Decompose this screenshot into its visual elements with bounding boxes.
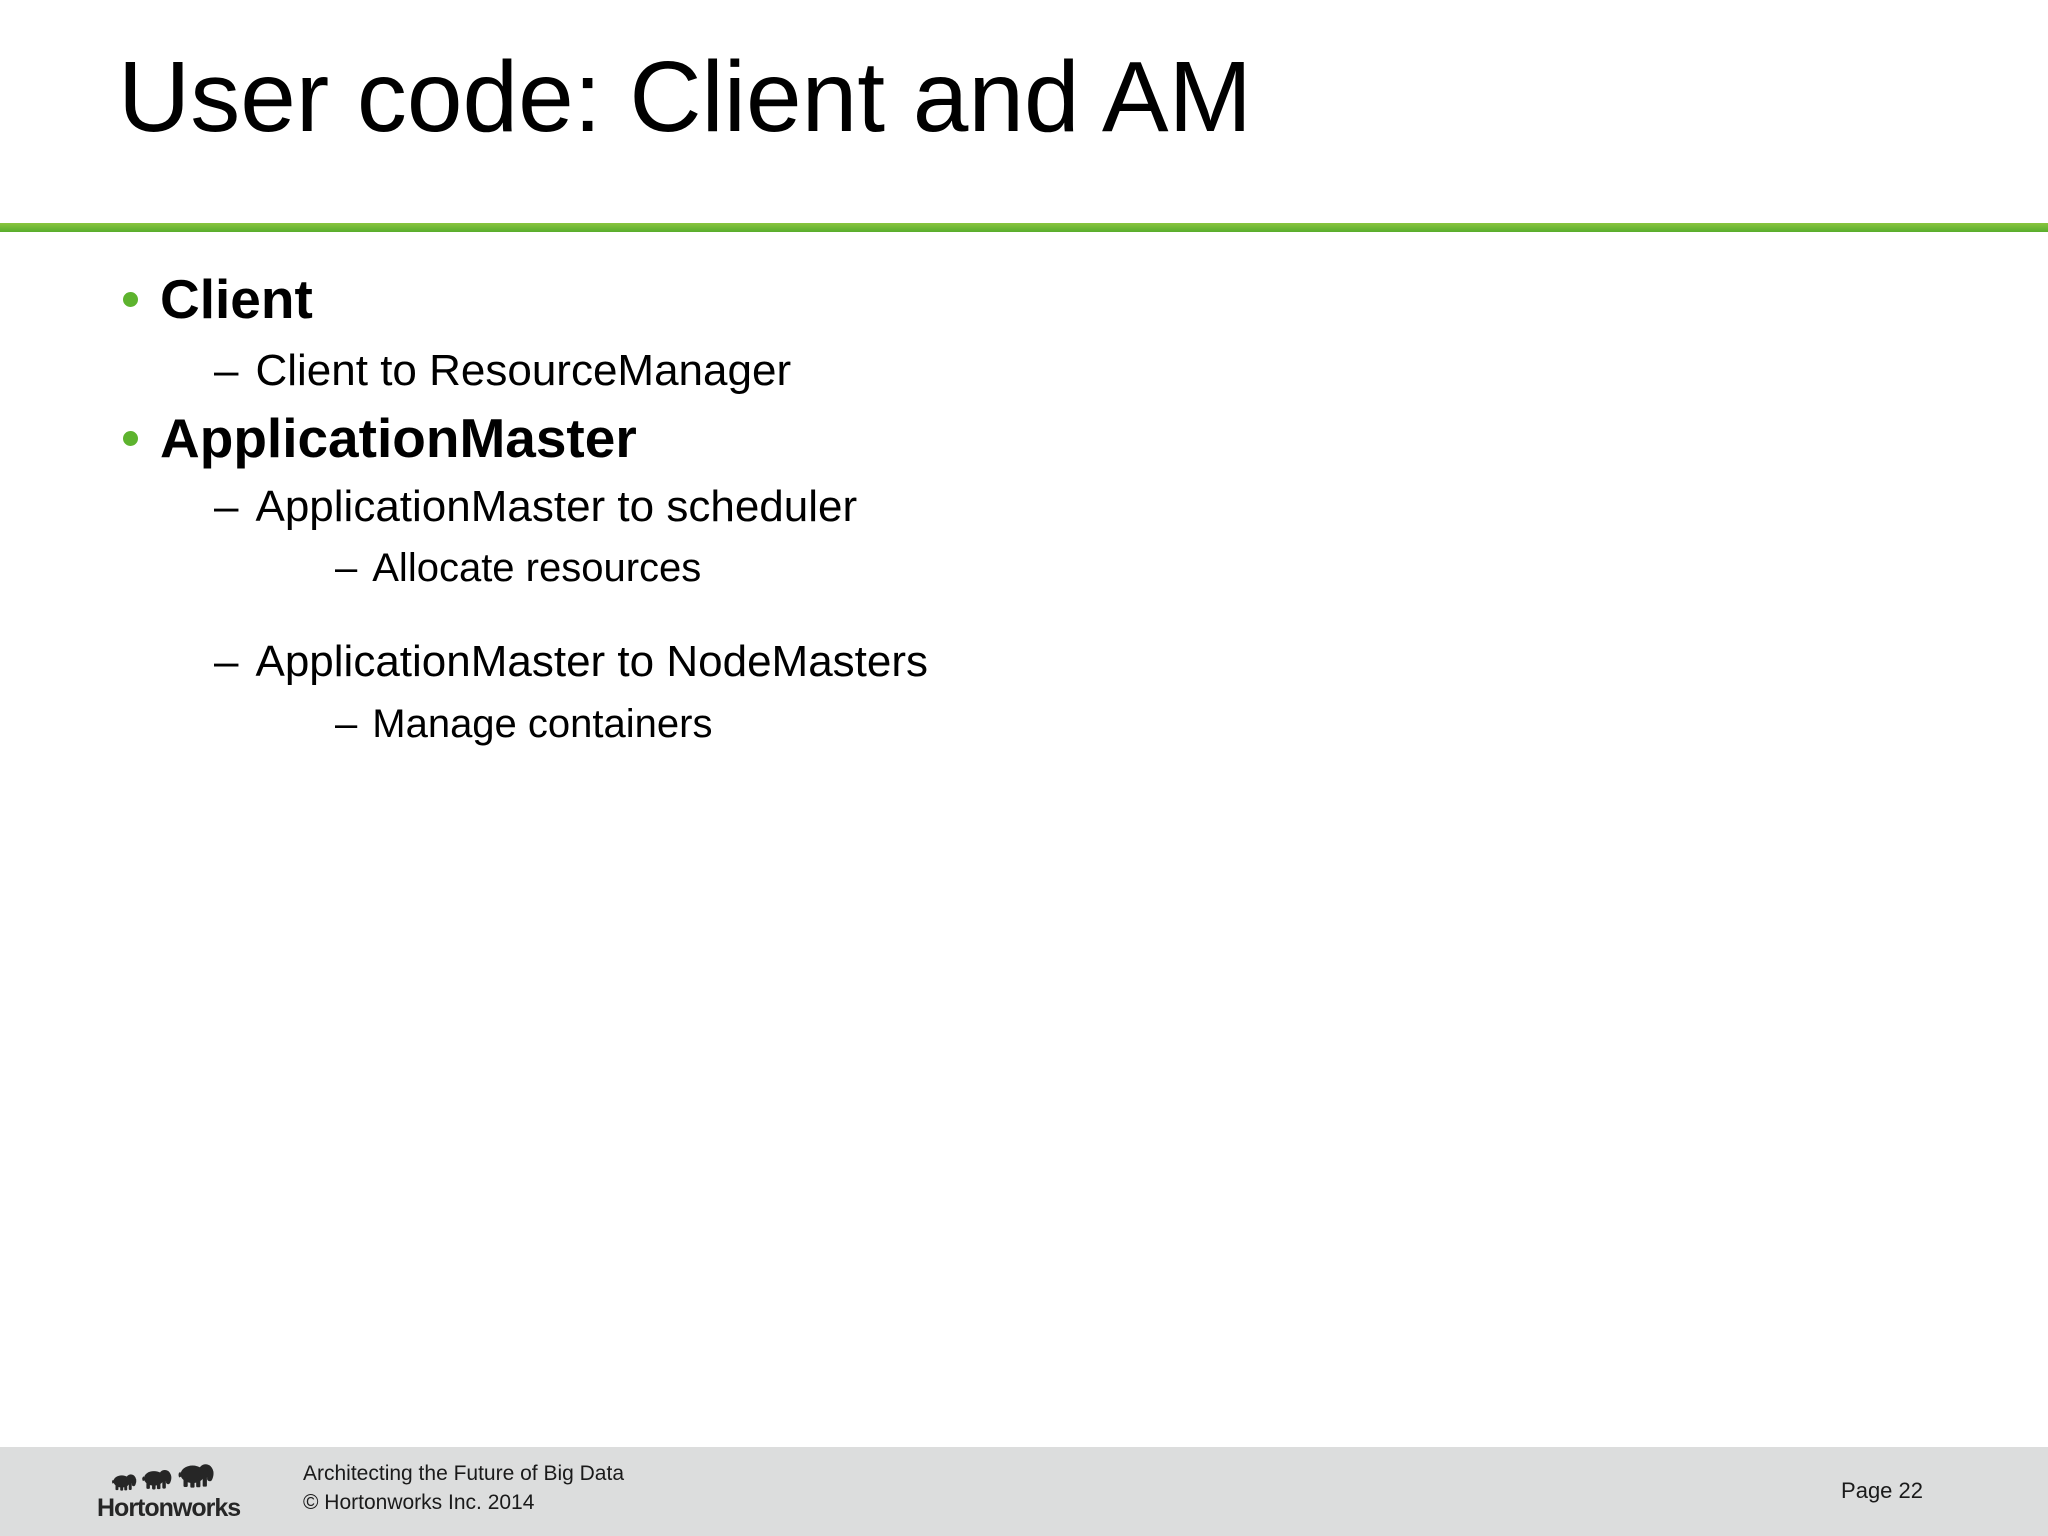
bullet-text: ApplicationMaster bbox=[160, 407, 637, 469]
dash-prefix: – bbox=[214, 637, 239, 686]
bullet-item-client-to-rm: – Client to ResourceManager bbox=[214, 346, 791, 397]
page-number: Page 22 bbox=[1841, 1478, 1923, 1503]
accent-divider bbox=[0, 223, 2048, 232]
bullet-text: ApplicationMaster to scheduler bbox=[255, 482, 858, 531]
dash-prefix: – bbox=[214, 346, 239, 395]
bullet-text: Manage containers bbox=[372, 702, 713, 746]
bullet-text: Client bbox=[160, 268, 313, 330]
footer-bar: Hortonworks Architecting the Future of B… bbox=[0, 1447, 2048, 1536]
footer-copyright: © Hortonworks Inc. 2014 bbox=[303, 1490, 535, 1514]
hortonworks-wordmark: Hortonworks bbox=[97, 1494, 241, 1522]
dash-prefix: – bbox=[335, 702, 358, 746]
bullet-text: Client to ResourceManager bbox=[255, 346, 792, 395]
bullet-item-manage-containers: – Manage containers bbox=[335, 701, 712, 747]
bullet-item-allocate-resources: – Allocate resources bbox=[335, 545, 701, 591]
footer-tagline: Architecting the Future of Big Data bbox=[303, 1462, 624, 1485]
hortonworks-elephants-icon bbox=[112, 1464, 214, 1491]
bullet-item-am-to-scheduler: – ApplicationMaster to scheduler bbox=[214, 482, 857, 533]
bullet-text: Allocate resources bbox=[372, 546, 702, 590]
dash-prefix: – bbox=[335, 546, 358, 590]
bullet-item-client: Client bbox=[123, 268, 313, 331]
slide-title: User code: Client and AM bbox=[118, 41, 1252, 153]
bullet-dot-icon bbox=[123, 431, 138, 447]
dash-prefix: – bbox=[214, 482, 239, 531]
bullet-text: ApplicationMaster to NodeMasters bbox=[255, 637, 929, 686]
hortonworks-logo: Hortonworks bbox=[97, 1457, 257, 1521]
footer-credits: Architecting the Future of Big Data © Ho… bbox=[303, 1460, 624, 1517]
bullet-dot-icon bbox=[123, 292, 138, 308]
bullet-item-am-to-nodemasters: – ApplicationMaster to NodeMasters bbox=[214, 637, 928, 688]
bullet-item-applicationmaster: ApplicationMaster bbox=[123, 407, 637, 470]
